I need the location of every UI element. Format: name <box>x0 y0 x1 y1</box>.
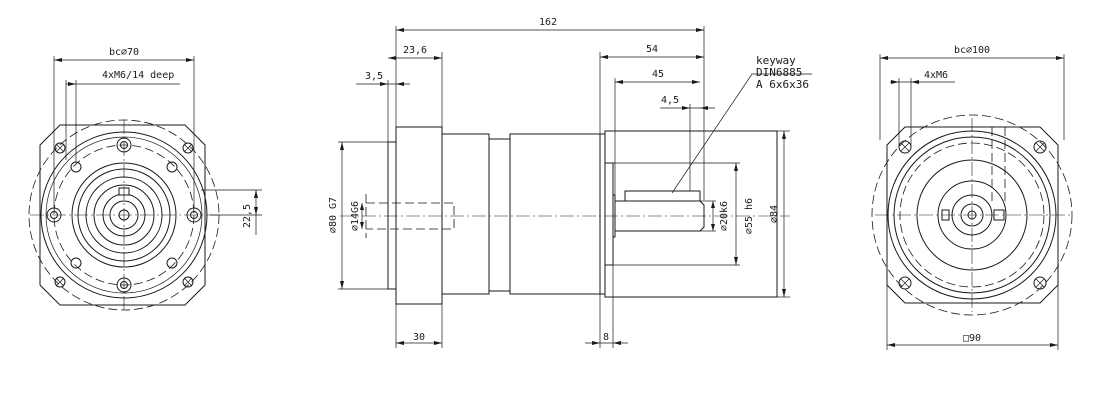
dim-45-label: 45 <box>652 69 664 80</box>
bolt-hole <box>898 276 912 290</box>
input-ring-5 <box>109 200 139 230</box>
housing-2 <box>488 138 511 292</box>
thread-label: 4xM6 <box>924 70 948 81</box>
bolt-hole <box>1033 276 1047 290</box>
keyway-std: DIN6885 <box>756 66 802 79</box>
dim-3-5-label: 3,5 <box>365 71 383 82</box>
input-pilot-circle <box>71 162 177 268</box>
dim-54-label: 54 <box>646 44 658 55</box>
dim-30-label: 30 <box>413 332 425 343</box>
bolt-hole-crosses <box>900 142 1045 288</box>
dim-90-label: □90 <box>963 333 981 344</box>
bolt-hole <box>1033 140 1047 154</box>
input-pilot <box>387 141 397 290</box>
dim-55-label: ⌀55 h6 <box>744 198 755 234</box>
dim-bc100-label: bc⌀100 <box>954 45 990 56</box>
corner-hole <box>54 276 66 288</box>
corner-hole <box>182 142 194 154</box>
output-flange-face <box>599 133 606 295</box>
input-flange <box>395 126 443 305</box>
dim-bc70-label: bc⌀70 <box>109 47 139 58</box>
dim-8-label: 8 <box>603 332 609 343</box>
corner-hole <box>54 142 66 154</box>
keyway-title: keyway <box>756 54 796 67</box>
mount-hole <box>70 257 82 269</box>
input-bore-hidden <box>366 202 455 230</box>
housing-3 <box>509 133 601 295</box>
output-flange-outline <box>886 126 1059 304</box>
dim-20-label: ⌀20k6 <box>719 201 730 231</box>
dim-162-label: 162 <box>539 17 557 28</box>
input-flange-outline <box>39 124 206 306</box>
shaft-key <box>624 190 701 202</box>
corner-hole <box>182 276 194 288</box>
dim-84-label: ⌀84 <box>769 205 780 223</box>
dim-4-5-label: 4,5 <box>661 95 679 106</box>
side-view: 162 23,6 3,5 54 45 4,5 keyway D <box>328 17 812 348</box>
mount-hole <box>166 257 178 269</box>
output-shaft-core <box>960 203 984 227</box>
dim-80-label: ⌀80 G7 <box>328 197 339 233</box>
keyway-size: A 6x6x36 <box>756 78 809 91</box>
dim-22-5-label: 22,5 <box>242 204 253 228</box>
mount-hole <box>70 161 82 173</box>
thread-label: 4xM6/14 deep <box>102 70 174 81</box>
output-end-view: bc⌀100 4xM6 □90 <box>871 45 1073 350</box>
output-pilot <box>604 162 614 266</box>
dim-23-6-label: 23,6 <box>403 45 427 56</box>
output-pilot-circle <box>916 159 1028 271</box>
dim-14-label: ⌀14G6 <box>350 201 361 231</box>
input-end-view: bc⌀70 4xM6/14 deep 22,5 <box>28 47 262 312</box>
corner-hole-crosses <box>55 143 193 287</box>
outer-dashed-circle <box>871 114 1073 316</box>
keyway-leader <box>671 73 812 194</box>
mount-hole <box>166 161 178 173</box>
housing-1 <box>441 133 490 295</box>
